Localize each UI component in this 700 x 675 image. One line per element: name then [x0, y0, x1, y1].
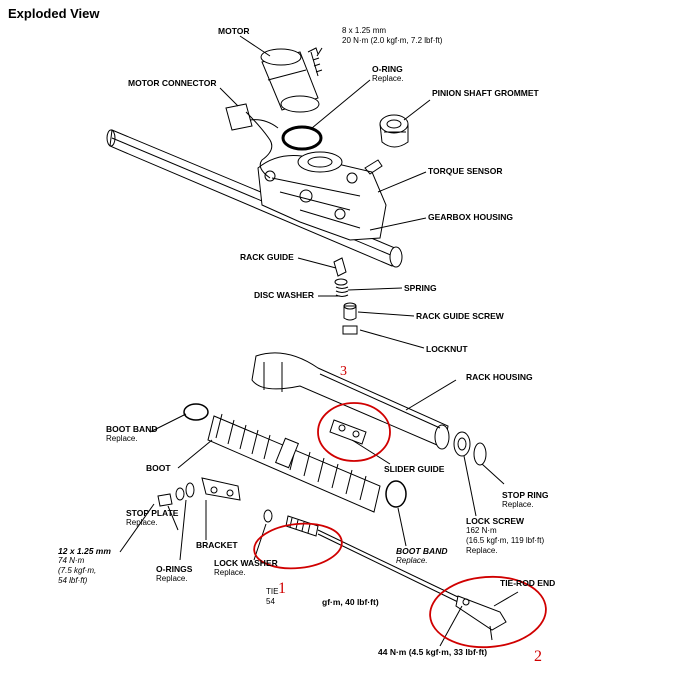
motor-bolt [307, 47, 323, 77]
label-rack-guide-screw: RACK GUIDE SCREW [416, 311, 504, 321]
bracket-part [157, 477, 241, 507]
motor-connector-part [225, 103, 279, 179]
label-stop-plate: STOP PLATE Replace. [126, 508, 179, 527]
leader-lines [119, 35, 519, 647]
label-bracket-bolt: 12 x 1.25 mm 74 N·m (7.5 kgf·m, 54 lbf·f… [58, 546, 111, 585]
highlight-circles [253, 402, 547, 649]
marker-3: 3 [340, 364, 347, 379]
label-motor: MOTOR [218, 26, 250, 36]
label-tie-rod-end: TIE-ROD END [500, 578, 556, 588]
label-stop-ring: STOP RING Replace. [502, 490, 549, 509]
highlight-circle-3 [317, 402, 391, 462]
label-tie-rod-torque: 44 N·m (4.5 kgf·m, 33 lbf·ft) [378, 647, 488, 657]
label-bracket: BRACKET [196, 540, 238, 550]
label-slider-guide: SLIDER GUIDE [384, 464, 445, 474]
label-rack-housing: RACK HOUSING [466, 372, 533, 382]
label-motor-connector: MOTOR CONNECTOR [128, 78, 217, 88]
label-o-ring: O-RING Replace. [372, 64, 404, 83]
label-fragment-torque: gf·m, 40 lbf·ft) [322, 597, 379, 607]
lock-washer-part [263, 509, 273, 523]
highlight-circle-1 [253, 522, 343, 570]
pinion-grommet-part [379, 114, 409, 148]
gearbox-housing-part [257, 151, 387, 241]
highlight-circle-2 [429, 575, 547, 649]
label-motor-bolt: 8 x 1.25 mm 20 N·m (2.0 kgf·m, 7.2 lbf·f… [342, 26, 443, 45]
label-lock-washer: LOCK WASHER Replace. [214, 558, 278, 577]
boot-band-left-part [183, 403, 209, 421]
label-lock-screw: LOCK SCREW 162 N·m (16.5 kgf·m, 119 lbf·… [466, 516, 545, 555]
page-title: Exploded View [8, 6, 100, 21]
boot-band-right-part [385, 480, 407, 508]
label-locknut: LOCKNUT [426, 344, 468, 354]
label-o-rings: O-RINGS Replace. [156, 564, 193, 583]
rack-guide-stack [333, 257, 358, 335]
marker-1: 1 [278, 580, 286, 597]
label-spring: SPRING [404, 283, 437, 293]
lock-screw-part [453, 431, 471, 457]
marker-2: 2 [534, 648, 542, 665]
label-torque-sensor: TORQUE SENSOR [428, 166, 503, 176]
label-gearbox-housing: GEARBOX HOUSING [428, 212, 514, 222]
motor-part [260, 48, 320, 113]
slider-guide-part [329, 419, 367, 445]
stop-ring-part [473, 442, 487, 466]
label-pinion-shaft-grommet: PINION SHAFT GROMMET [432, 88, 539, 98]
boot-part [207, 413, 381, 513]
rack-housing-part [251, 352, 450, 450]
label-fragment-tie: TIE 54 [266, 587, 279, 606]
label-boot-band-left: BOOT BAND Replace. [106, 424, 158, 443]
label-boot-band-right: BOOT BAND Replace. [396, 546, 448, 565]
label-boot: BOOT [146, 463, 171, 473]
label-rack-guide: RACK GUIDE [240, 252, 294, 262]
label-disc-washer: DISC WASHER [254, 290, 314, 300]
o-ring-part [281, 125, 323, 151]
